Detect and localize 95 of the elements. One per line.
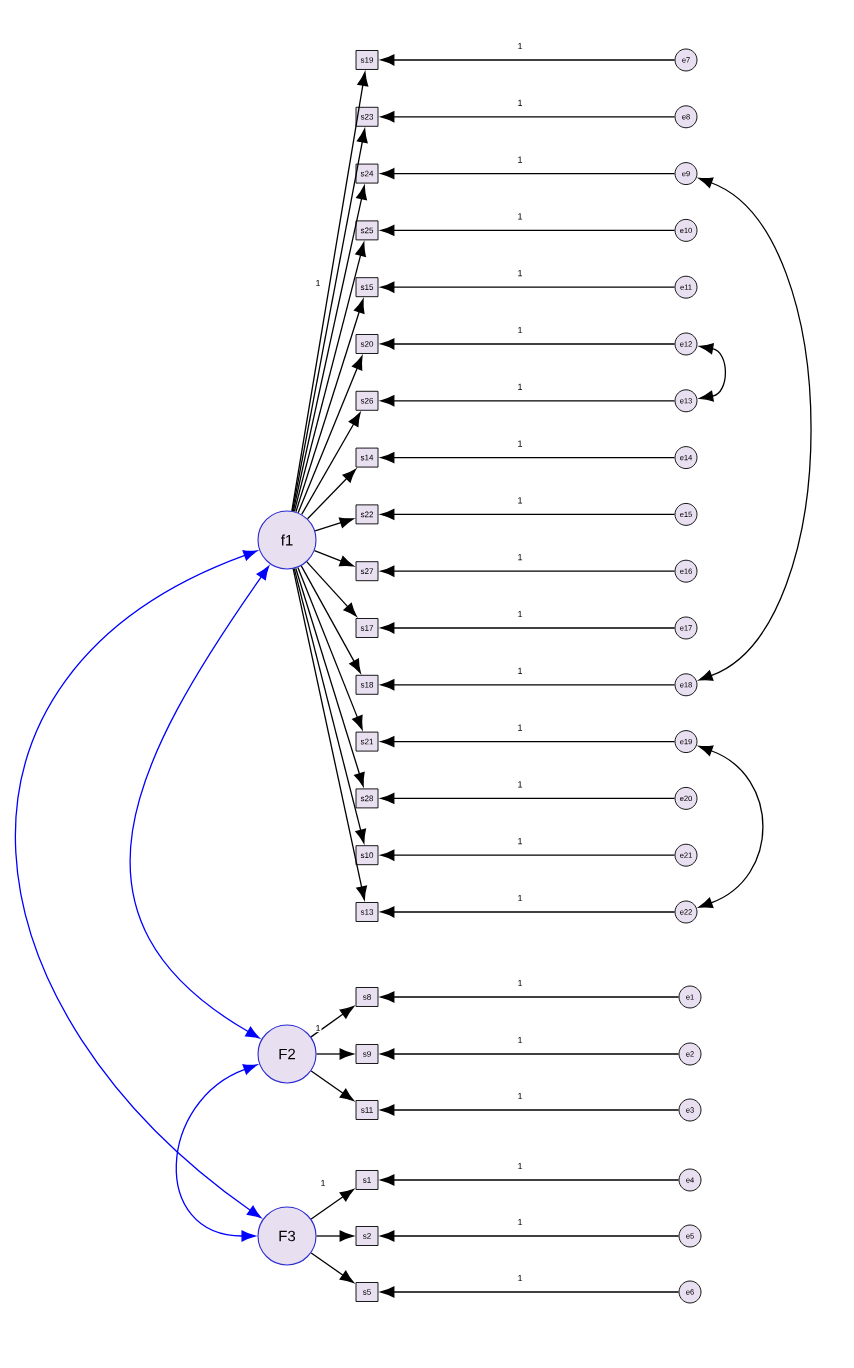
- edge-label: 1: [516, 609, 524, 619]
- observed-variable-box: s28: [355, 788, 379, 809]
- arrow: [699, 343, 727, 402]
- arrow: [313, 550, 354, 567]
- edge-label: 1: [516, 382, 524, 391]
- observed-variable-box: s18: [355, 674, 379, 695]
- edge-label: 1: [516, 1217, 524, 1227]
- edge-label: 1: [516, 325, 524, 335]
- observed-variable-box: s17: [355, 618, 379, 638]
- observed-variable-box: s11: [355, 1100, 379, 1120]
- arrow: [129, 565, 270, 1039]
- arrow: [380, 168, 676, 180]
- arrow: [380, 1174, 680, 1186]
- edge-label: 1: [516, 1035, 524, 1045]
- observed-variable-box: s9: [355, 1044, 379, 1064]
- edge-label: 1: [516, 155, 524, 164]
- edge-label: 1: [516, 1273, 524, 1283]
- arrow: [380, 991, 680, 1003]
- edge-label: 1: [319, 1178, 327, 1188]
- observed-variable-box: s15: [355, 277, 379, 298]
- arrow: [380, 622, 676, 634]
- arrow: [310, 1252, 354, 1284]
- edge-label: 1: [516, 41, 524, 51]
- observed-variable-box: s5: [355, 1282, 379, 1302]
- arrow: [380, 792, 676, 804]
- edge-label: 1: [516, 212, 524, 221]
- edge-label: 1: [516, 98, 524, 107]
- arrow: [698, 745, 764, 909]
- arrow: [380, 54, 676, 66]
- edge-label: 1: [314, 1023, 322, 1033]
- arrow: [380, 1104, 680, 1116]
- arrow: [306, 561, 357, 617]
- observed-variable-box: s2: [355, 1226, 379, 1246]
- observed-variable-box: s13: [355, 902, 379, 922]
- arrow: [380, 281, 676, 293]
- arrow: [310, 1006, 354, 1038]
- arrow: [380, 849, 676, 861]
- arrow: [380, 1048, 680, 1060]
- observed-variable-box: s20: [355, 334, 379, 354]
- arrow: [380, 111, 676, 123]
- edge-label: 1: [516, 269, 524, 278]
- edge-label: 1: [516, 893, 524, 903]
- arrow: [380, 452, 676, 464]
- observed-variable-box: s22: [355, 504, 379, 525]
- edge-label: 1: [314, 278, 322, 288]
- observed-variable-box: s1: [355, 1170, 379, 1190]
- arrow: [314, 517, 354, 532]
- observed-variable-box: s27: [355, 561, 379, 582]
- arrow: [293, 568, 367, 844]
- arrow: [380, 1230, 680, 1242]
- arrow: [306, 468, 357, 520]
- arrow: [310, 1070, 354, 1102]
- observed-variable-box: s19: [355, 50, 379, 70]
- edge-label: 1: [516, 723, 524, 732]
- arrow: [315, 1230, 354, 1242]
- arrow: [380, 565, 676, 577]
- observed-variable-box: s21: [355, 731, 379, 752]
- edge-label: 1: [516, 1091, 524, 1101]
- observed-variable-box: s24: [355, 163, 379, 184]
- observed-variable-box: s25: [355, 220, 379, 241]
- observed-variable-box: s26: [355, 390, 379, 411]
- arrow: [297, 355, 363, 514]
- arrow: [310, 1188, 354, 1220]
- edge-label: 1: [516, 780, 524, 789]
- arrow: [315, 1048, 354, 1060]
- edge-label: 1: [516, 553, 524, 562]
- arrow: [380, 906, 676, 918]
- arrow: [301, 412, 361, 515]
- edge-label: 1: [516, 439, 524, 448]
- arrow: [292, 185, 367, 512]
- arrow: [295, 567, 365, 787]
- arrow: [175, 1064, 258, 1242]
- arrow: [380, 338, 676, 350]
- arrow: [380, 508, 676, 520]
- edge-label: 1: [516, 978, 524, 988]
- arrow: [380, 736, 676, 748]
- arrow: [380, 679, 676, 691]
- edge-label: 1: [516, 666, 524, 675]
- arrow: [380, 395, 676, 407]
- arrow: [295, 299, 365, 513]
- observed-variable-box: s23: [355, 106, 379, 127]
- edge-label: 1: [516, 496, 524, 505]
- observed-variable-box: s10: [355, 845, 379, 866]
- arrow: [292, 568, 368, 901]
- observed-variable-box: s8: [355, 987, 379, 1007]
- arrow: [15, 550, 262, 1219]
- arrow: [293, 242, 366, 513]
- arrow: [380, 224, 676, 236]
- observed-variable-box: s14: [355, 447, 379, 468]
- arrow: [698, 177, 812, 681]
- arrow: [300, 565, 361, 674]
- arrow: [297, 566, 363, 730]
- edge-label: 1: [516, 837, 524, 846]
- edge-label: 1: [516, 1161, 524, 1171]
- arrow: [380, 1286, 680, 1298]
